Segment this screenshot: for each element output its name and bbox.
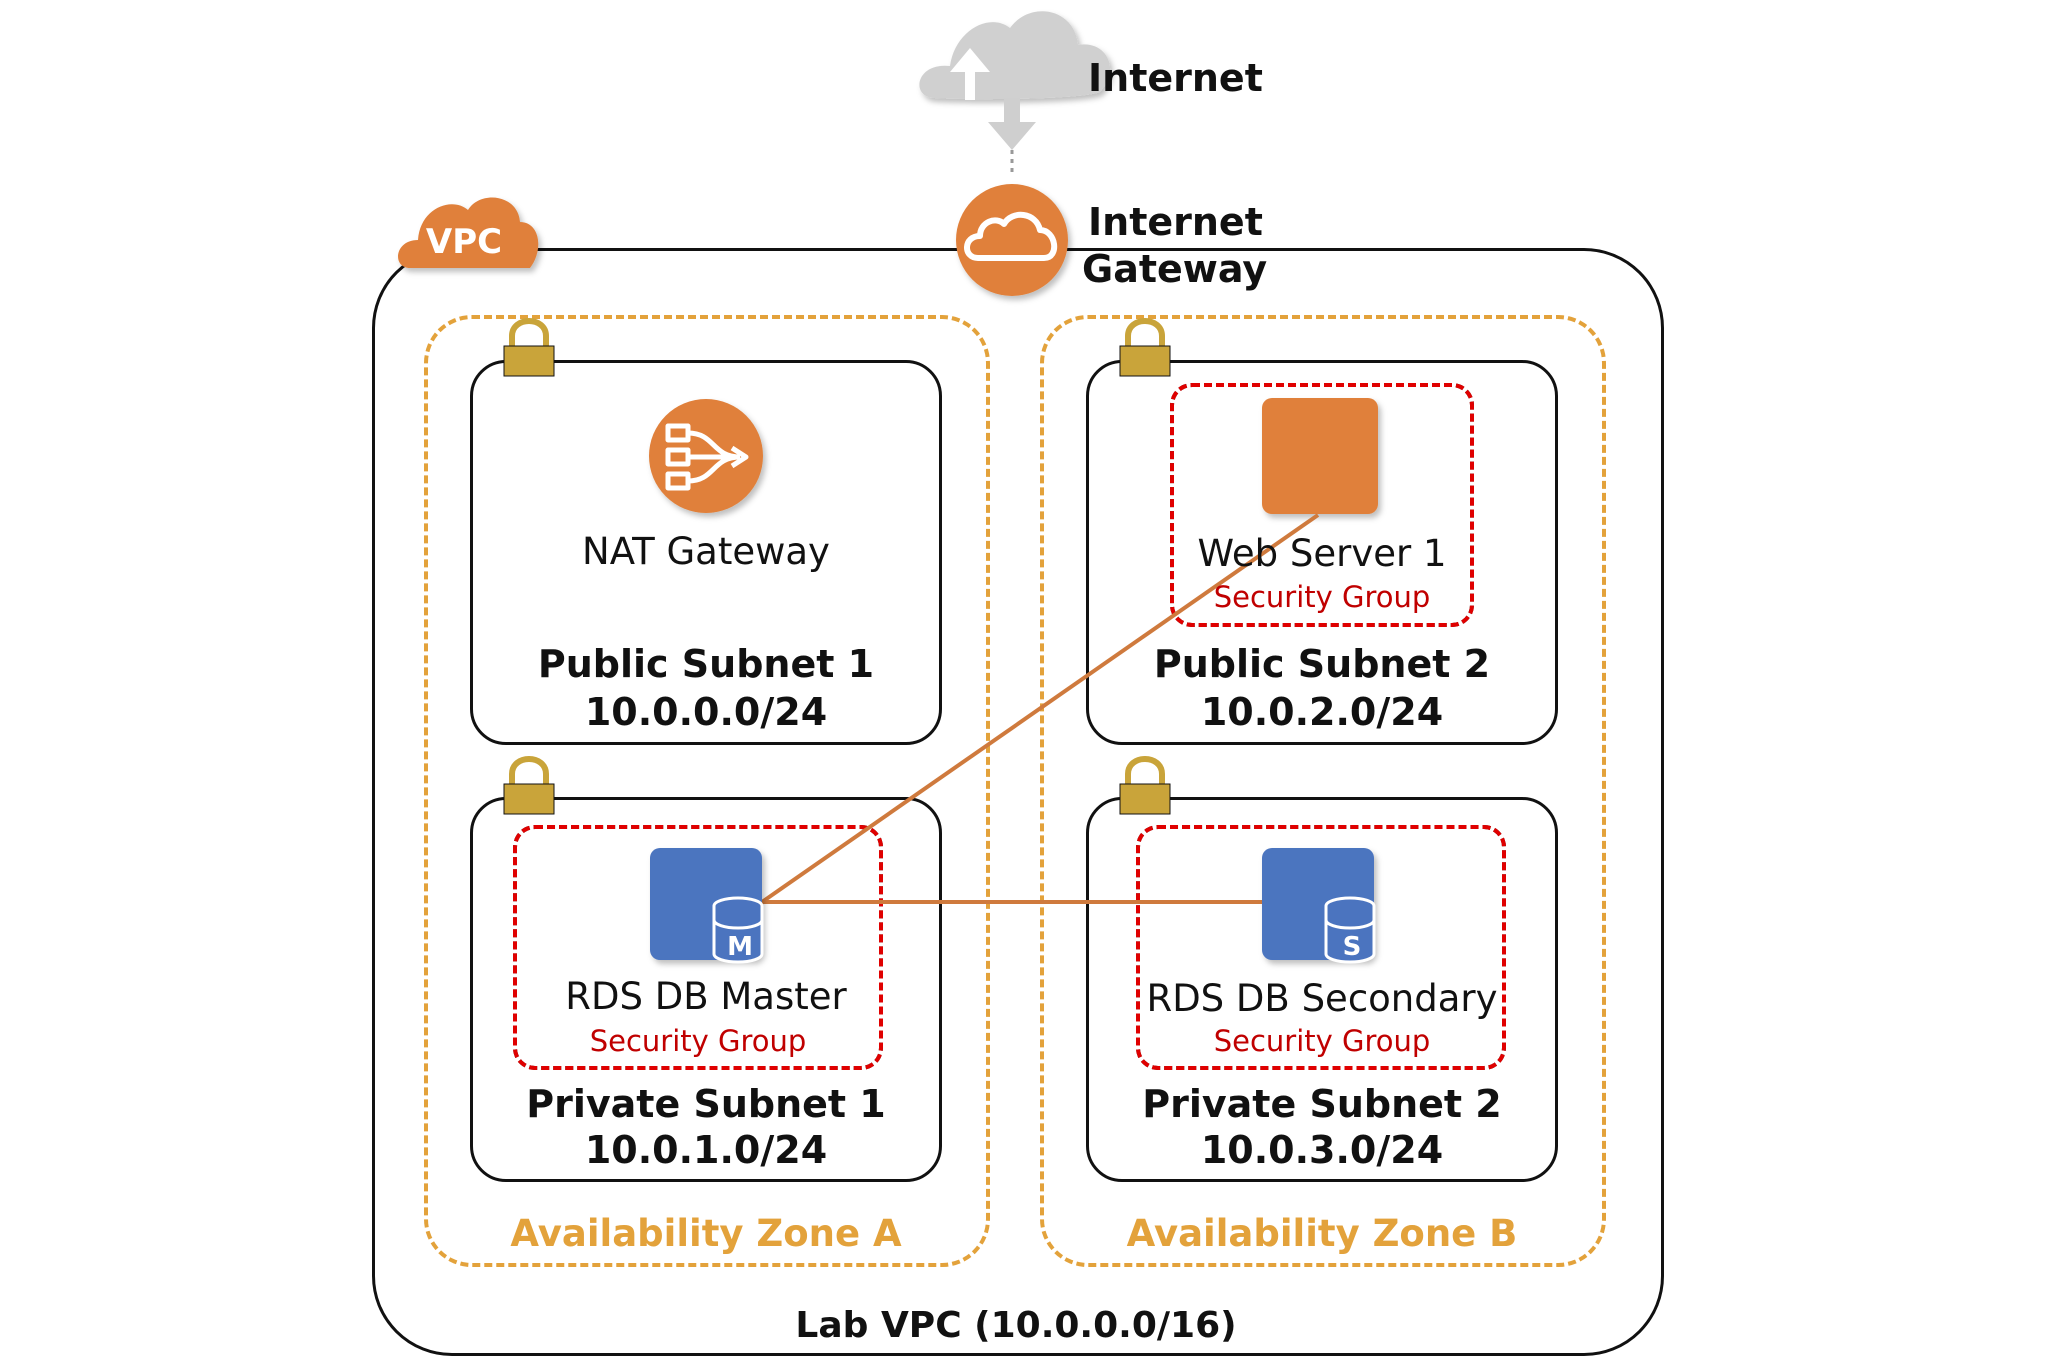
web-server-label: Web Server 1 — [1197, 532, 1447, 575]
vpc-cloud-icon — [398, 197, 539, 268]
rds-secondary-security-group-box — [1136, 825, 1506, 1070]
lock-icon — [503, 318, 555, 377]
lock-icon — [1119, 756, 1171, 815]
rds-master-label: RDS DB Master — [565, 975, 847, 1018]
availability-zone-a-label: Availability Zone A — [510, 1212, 902, 1255]
nat-gateway-icon — [649, 399, 763, 513]
vpc-badge-label: VPC — [425, 222, 503, 262]
rds-master-security-group-box — [513, 825, 883, 1070]
availability-zone-b-label: Availability Zone B — [1126, 1212, 1518, 1255]
lock-icon — [1119, 318, 1171, 377]
private-subnet-2-name: Private Subnet 2 — [1142, 1082, 1502, 1126]
rds-db-icon — [1262, 848, 1376, 964]
lock-icon — [503, 756, 555, 815]
public-subnet-2-cidr: 10.0.2.0/24 — [1200, 690, 1444, 734]
public-subnet-1-box — [470, 360, 942, 745]
public-subnet-1-cidr: 10.0.0.0/24 — [584, 690, 828, 734]
public-subnet-2-box — [1086, 360, 1558, 745]
private-subnet-1-name: Private Subnet 1 — [526, 1082, 886, 1126]
internet-label: Internet — [1088, 56, 1263, 100]
internet-gateway-icon — [956, 184, 1068, 296]
private-subnet-2-cidr: 10.0.3.0/24 — [1200, 1128, 1444, 1172]
private-subnet-1-box — [470, 797, 942, 1182]
availability-zone-b-boundary — [1040, 315, 1606, 1267]
igw-label-line1: Internet — [1088, 200, 1263, 244]
cloud-upload-icon — [919, 11, 1111, 100]
internet-arrow — [988, 98, 1036, 176]
rds-secondary-badge: S — [1342, 932, 1362, 962]
ec2-instance-icon — [1262, 398, 1378, 514]
rds-secondary-label: RDS DB Secondary — [1146, 977, 1498, 1020]
rds-master-security-group-label: Security Group — [589, 1024, 807, 1058]
rds-master-badge: M — [727, 932, 753, 962]
private-subnet-2-box — [1086, 797, 1558, 1182]
web-security-group-label: Security Group — [1213, 580, 1431, 614]
nat-gateway-label: NAT Gateway — [582, 530, 830, 573]
rds-db-icon — [650, 848, 764, 964]
igw-label-line2: Gateway — [1082, 247, 1268, 291]
connection-lines — [760, 513, 1320, 904]
rds-secondary-security-group-label: Security Group — [1213, 1024, 1431, 1058]
public-subnet-1-name: Public Subnet 1 — [537, 642, 875, 686]
web-security-group-box — [1170, 383, 1474, 627]
private-subnet-1-cidr: 10.0.1.0/24 — [584, 1128, 828, 1172]
availability-zone-a-boundary — [424, 315, 990, 1267]
vpc-label: Lab VPC (10.0.0.0/16) — [795, 1305, 1237, 1346]
public-subnet-2-name: Public Subnet 2 — [1153, 642, 1491, 686]
